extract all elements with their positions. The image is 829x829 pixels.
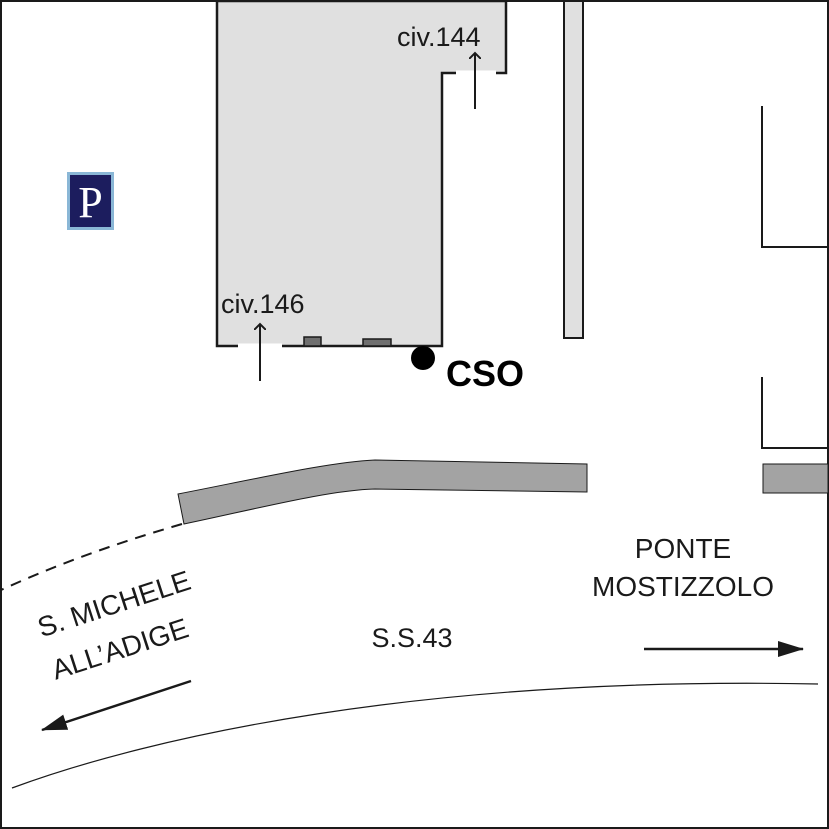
- label-mostizzolo: MOSTIZZOLO: [592, 571, 774, 602]
- door-left: [303, 336, 322, 347]
- road-line-ss43: [11, 682, 819, 789]
- wall-strip: [563, 0, 584, 339]
- direction-arrow-smichele: [41, 679, 192, 732]
- parking-sign-icon: P: [67, 172, 114, 230]
- label-cso: CSO: [446, 353, 524, 394]
- label-ponte: PONTE: [635, 533, 731, 564]
- road-curb-band-right: [762, 463, 829, 494]
- location-dot-icon: [411, 346, 435, 370]
- road-curb-band: [177, 459, 588, 525]
- door-right: [362, 338, 392, 347]
- label-road-ss43: S.S.43: [371, 623, 452, 653]
- building-right-lower: [761, 377, 828, 449]
- label-civ146: civ.146: [221, 289, 305, 319]
- road-edge-dashed: [0, 523, 183, 591]
- building-outline: [215, 0, 508, 348]
- parking-letter: P: [78, 178, 102, 227]
- label-civ144: civ.144: [397, 22, 481, 52]
- building-right-upper: [761, 106, 828, 248]
